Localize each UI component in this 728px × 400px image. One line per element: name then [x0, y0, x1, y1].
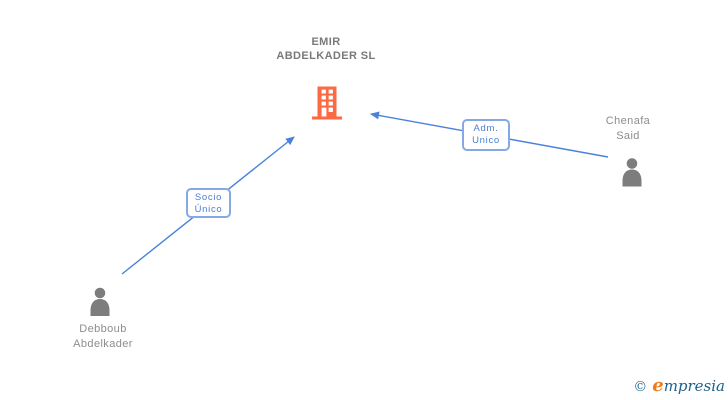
copyright-icon: ©	[633, 379, 648, 395]
company-building-icon[interactable]	[311, 86, 343, 125]
relation-label-adm-unico: Adm. Unico	[462, 119, 510, 151]
relation-label-socio-unico: Socio Único	[186, 188, 231, 218]
brand-initial: e	[652, 375, 664, 396]
empresia-logo[interactable]: ©empresia	[633, 375, 725, 396]
person-icon-chenafa[interactable]	[618, 156, 646, 192]
company-name: EMIR ABDELKADER SL	[276, 36, 376, 62]
person-name-chenafa: Chenafa Said	[605, 115, 651, 142]
person-icon-debboub[interactable]	[86, 286, 114, 321]
person-name-debboub: Debboub Abdelkader	[73, 323, 133, 350]
brand-name-rest: mpresia	[663, 377, 725, 395]
